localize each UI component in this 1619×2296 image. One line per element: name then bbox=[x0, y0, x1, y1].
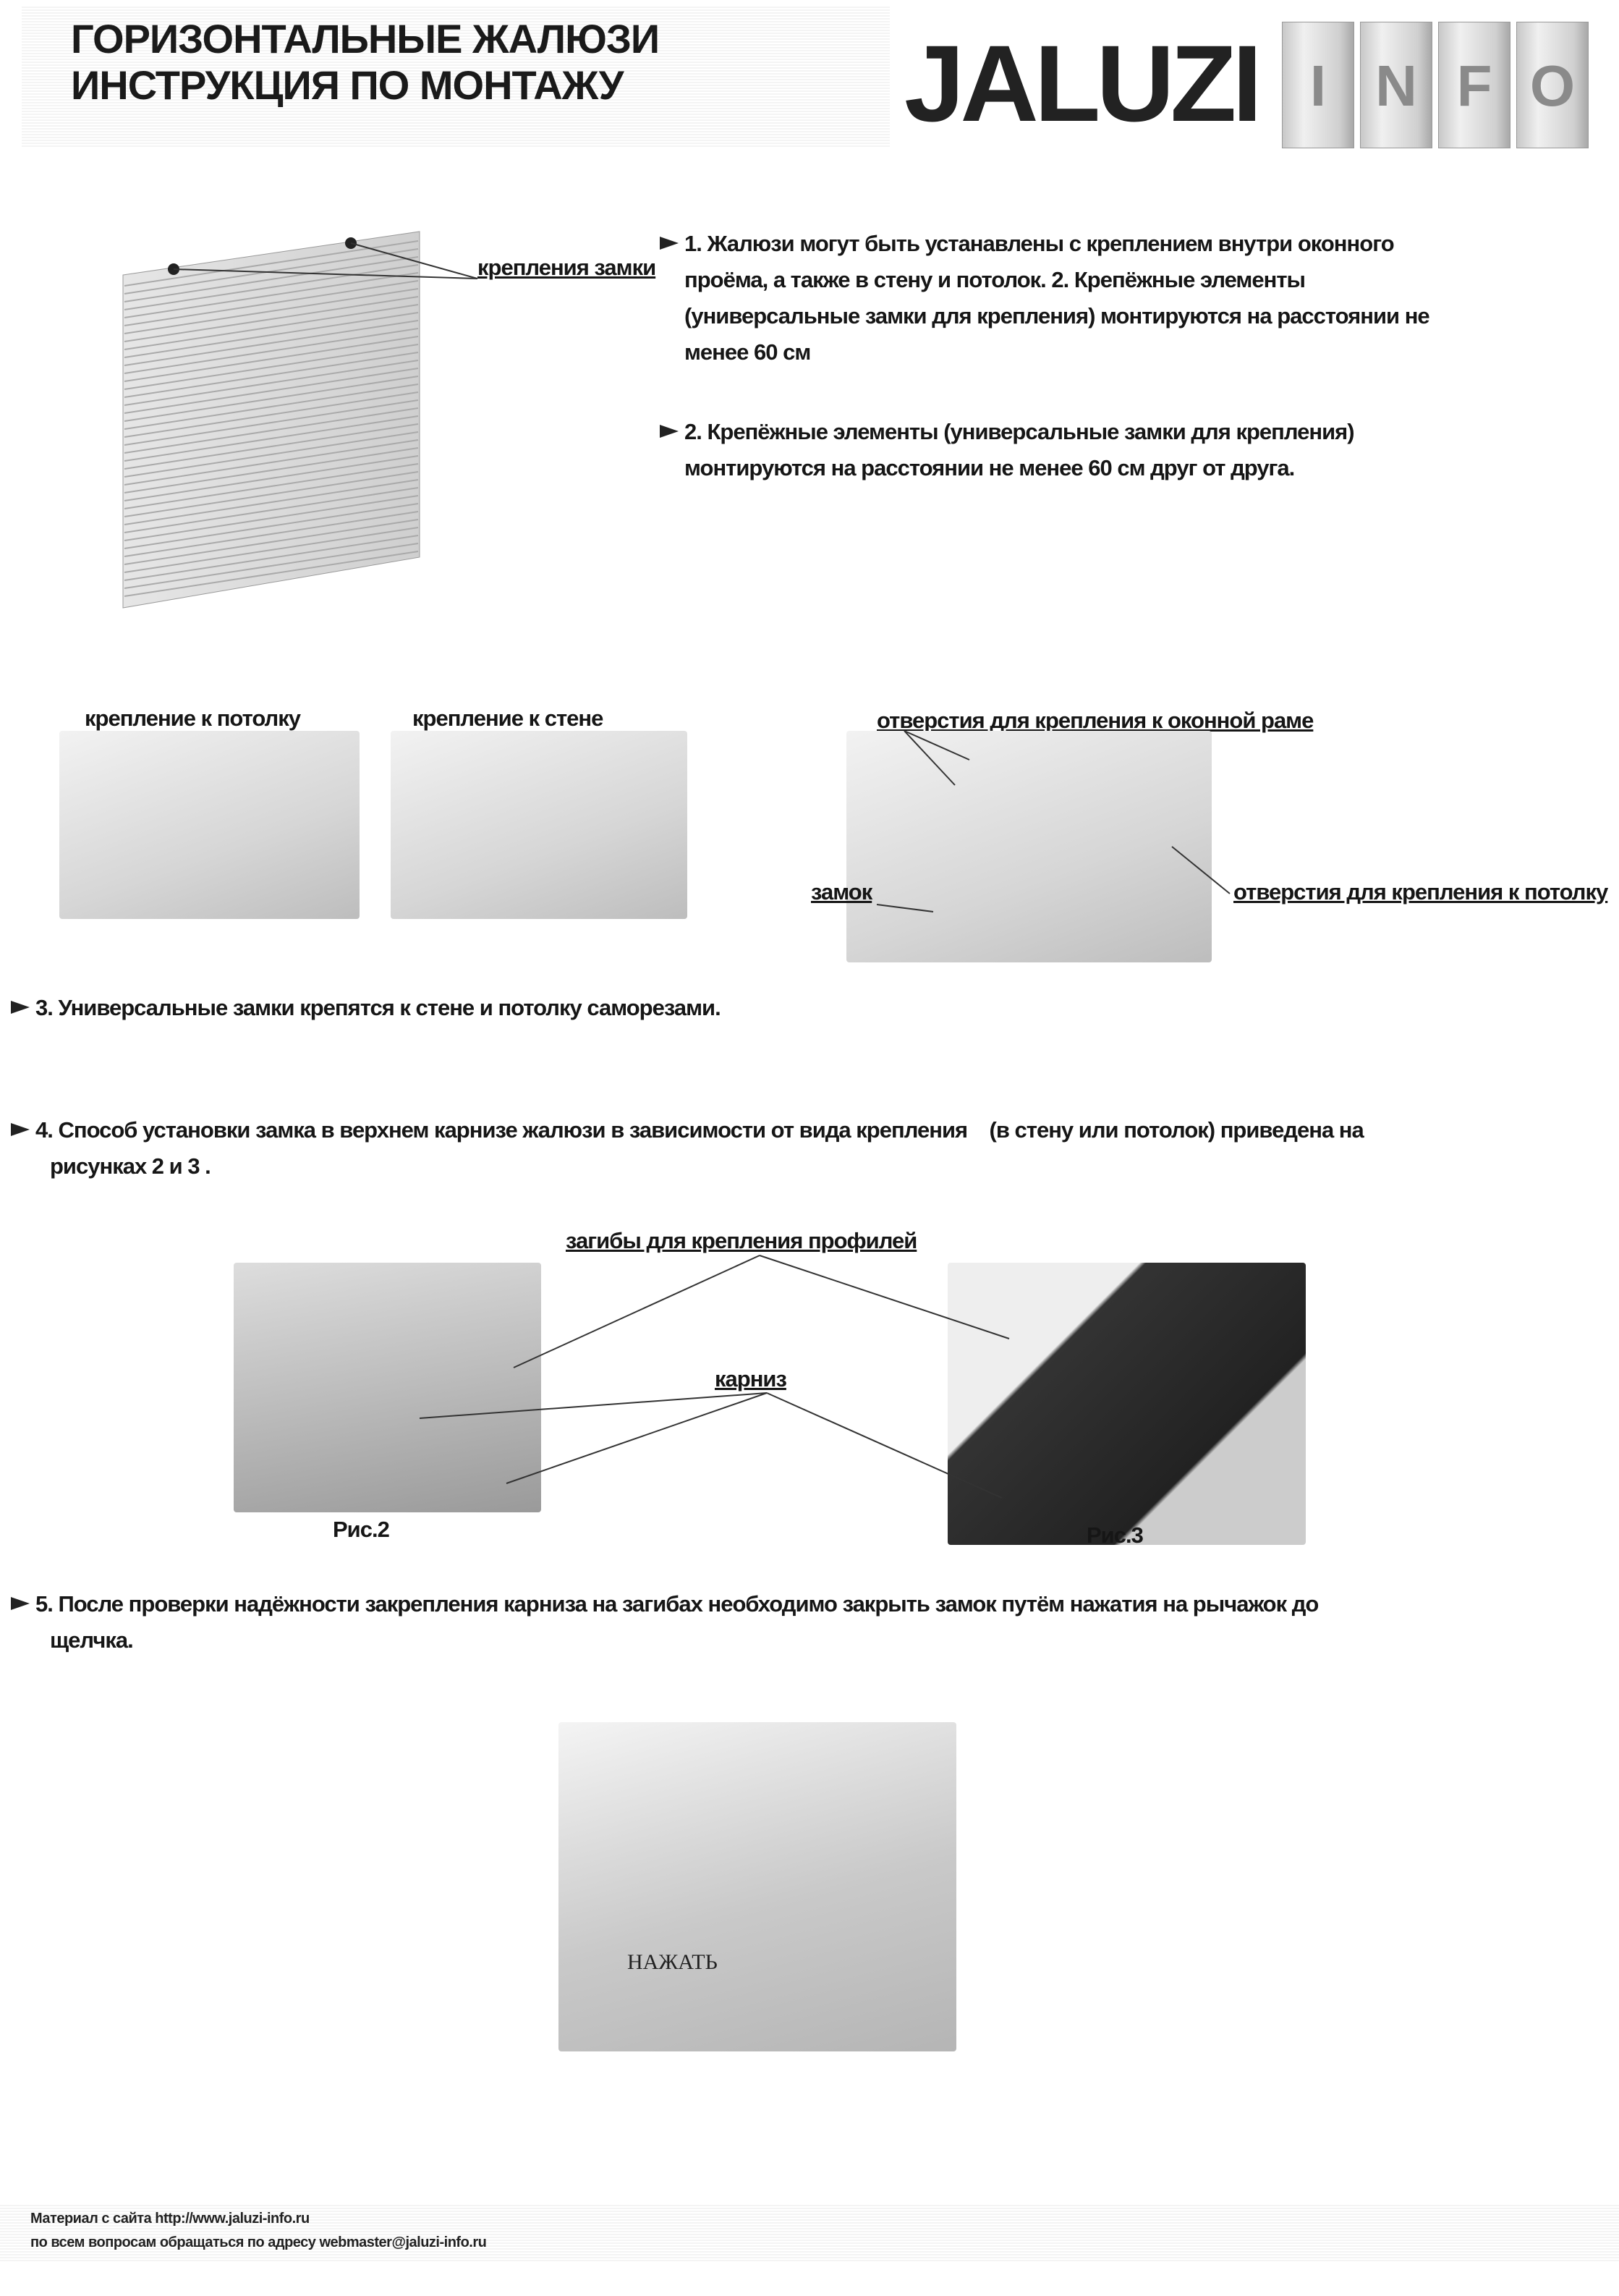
blind-slat bbox=[124, 288, 419, 334]
blind-slat bbox=[124, 415, 419, 462]
logo-main-text: JALUZI bbox=[904, 22, 1262, 144]
arrow-bullet-icon bbox=[11, 1597, 30, 1610]
step-4: 4. Способ установки замка в верхнем карн… bbox=[11, 1112, 1364, 1185]
step-5-line: щелчка. bbox=[50, 1627, 134, 1653]
label-bends: загибы для крепления профилей bbox=[566, 1228, 917, 1253]
step-1-line: менее 60 см bbox=[684, 339, 811, 365]
logo-tile-i: I bbox=[1282, 22, 1354, 148]
wall-mount-image bbox=[391, 731, 687, 919]
step-2: 2. Крепёжные элементы (универсальные зам… bbox=[660, 414, 1355, 486]
logo-tile-n: N bbox=[1360, 22, 1432, 148]
blind-slat bbox=[124, 352, 419, 398]
blind-slat bbox=[124, 296, 419, 342]
blind-slat bbox=[124, 527, 419, 573]
blind-slat bbox=[124, 344, 419, 390]
page-title: ГОРИЗОНТАЛЬНЫЕ ЖАЛЮЗИ ИНСТРУКЦИЯ ПО МОНТ… bbox=[71, 16, 660, 109]
blind-slat bbox=[124, 336, 419, 382]
lock-bracket-image bbox=[846, 731, 1212, 962]
label-locks: крепления замки bbox=[477, 255, 656, 280]
title-line-2: ИНСТРУКЦИЯ ПО МОНТАЖУ bbox=[71, 62, 624, 108]
press-lever-image bbox=[558, 1722, 956, 2051]
blind-slat bbox=[124, 391, 419, 438]
figure-2-caption: Рис.2 bbox=[333, 1517, 390, 1542]
logo-tile-f: F bbox=[1438, 22, 1510, 148]
step-5: 5. После проверки надёжности закрепления… bbox=[11, 1586, 1319, 1659]
blind-slat bbox=[124, 272, 419, 318]
blind-slat bbox=[124, 368, 419, 414]
arrow-bullet-icon bbox=[11, 1001, 30, 1014]
header-band bbox=[22, 6, 890, 147]
ceiling-mount-image bbox=[59, 731, 360, 919]
step-1-line: проёма, а также в стену и потолок. 2. Кр… bbox=[684, 267, 1306, 292]
step-1-line: 1. Жалюзи могут быть устанавлены с крепл… bbox=[684, 231, 1395, 256]
blind-slat bbox=[124, 399, 419, 446]
footer-source: Материал с сайта http://www.jaluzi-info.… bbox=[30, 2211, 310, 2227]
blind-slat bbox=[124, 447, 419, 493]
title-line-1: ГОРИЗОНТАЛЬНЫЕ ЖАЛЮЗИ bbox=[71, 16, 660, 62]
step-3-text: 3. Универсальные замки крепятся к стене … bbox=[35, 995, 721, 1020]
blind-slat bbox=[124, 360, 419, 406]
blind-slat bbox=[124, 543, 419, 589]
blind-slat bbox=[124, 376, 419, 422]
figure-3-image bbox=[948, 1263, 1306, 1545]
blind-slat bbox=[124, 439, 419, 486]
arrow-bullet-icon bbox=[660, 237, 679, 250]
label-ceiling-holes: отверстия для крепления к потолку bbox=[1233, 879, 1608, 905]
blind-slat bbox=[124, 511, 419, 557]
blind-slat bbox=[124, 479, 419, 525]
blind-slat bbox=[124, 423, 419, 470]
step-4-line: 4. Способ установки замка в верхнем карн… bbox=[35, 1117, 1364, 1143]
footer-contact: по всем вопросам обращаться по адресу we… bbox=[30, 2234, 487, 2250]
blind-slat bbox=[124, 280, 419, 326]
logo: JALUZI I N F O bbox=[904, 0, 1599, 166]
blind-slat bbox=[124, 535, 419, 581]
step-4-line: рисунках 2 и 3 . bbox=[50, 1153, 211, 1179]
blind-slat bbox=[124, 551, 419, 597]
blind-slat bbox=[124, 320, 419, 366]
blind-illustration bbox=[122, 231, 420, 609]
step-1: 1. Жалюзи могут быть устанавлены с крепл… bbox=[660, 226, 1430, 370]
label-wall-mount: крепление к стене bbox=[412, 706, 603, 731]
blind-slat bbox=[124, 503, 419, 549]
label-ceiling-mount: крепление к потолку bbox=[85, 706, 301, 731]
footer: Материал с сайта http://www.jaluzi-info.… bbox=[30, 2207, 487, 2255]
figure-2-image bbox=[234, 1263, 541, 1512]
step-3: 3. Универсальные замки крепятся к стене … bbox=[11, 995, 721, 1021]
blind-slat bbox=[124, 519, 419, 565]
logo-tile-o: O bbox=[1516, 22, 1589, 148]
press-label: НАЖАТЬ bbox=[627, 1950, 718, 1974]
blind-slat bbox=[124, 471, 419, 517]
blind-slat bbox=[124, 328, 419, 374]
label-cornice: карниз bbox=[715, 1366, 787, 1391]
blind-slat bbox=[124, 487, 419, 533]
step-5-line: 5. После проверки надёжности закрепления… bbox=[35, 1591, 1319, 1617]
step-1-line: (универсальные замки для крепления) монт… bbox=[684, 303, 1430, 329]
label-lock: замок bbox=[811, 879, 872, 905]
arrow-bullet-icon bbox=[11, 1123, 30, 1136]
blind-slat bbox=[124, 407, 419, 454]
blind-slat bbox=[124, 304, 419, 350]
blind-slat bbox=[124, 384, 419, 430]
arrow-bullet-icon bbox=[660, 425, 679, 438]
blind-slat bbox=[124, 463, 419, 509]
label-frame-holes: отверстия для крепления к оконной раме bbox=[877, 708, 1314, 733]
blind-slat bbox=[124, 455, 419, 501]
figure-3-caption: Рис.3 bbox=[1087, 1522, 1144, 1548]
step-2-line: монтируются на расстоянии не менее 60 см… bbox=[684, 455, 1295, 480]
blind-slat bbox=[124, 431, 419, 478]
blind-slat bbox=[124, 312, 419, 358]
blind-slat bbox=[124, 495, 419, 541]
step-2-line: 2. Крепёжные элементы (универсальные зам… bbox=[684, 419, 1355, 444]
footer-band bbox=[0, 2203, 1619, 2261]
